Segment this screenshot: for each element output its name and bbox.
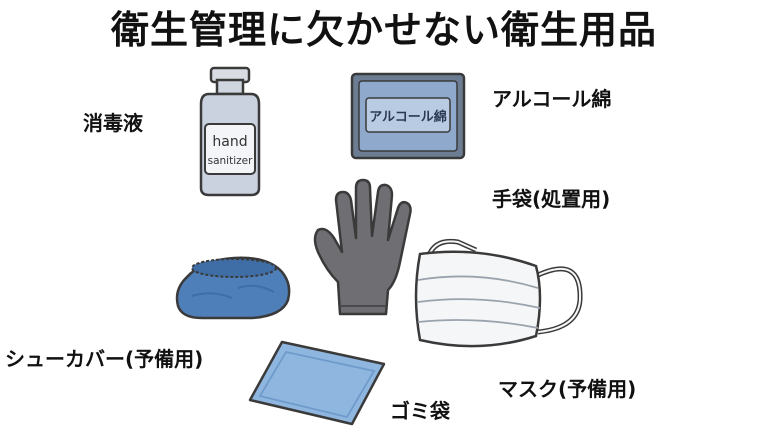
bottle-text-hand: hand <box>212 134 247 150</box>
label-shoe-cover: シューカバー(予備用) <box>5 347 204 371</box>
page-title: 衛生管理に欠かせない衛生用品 <box>110 8 657 52</box>
package-text: アルコール綿 <box>369 109 447 125</box>
label-trash-bag: ゴミ袋 <box>390 399 450 423</box>
trash-bag-icon <box>248 340 386 426</box>
label-mask: マスク(予備用) <box>498 377 637 401</box>
glove-icon <box>313 178 412 316</box>
face-mask-icon <box>414 238 583 348</box>
label-alcohol-swab: アルコール綿 <box>492 87 612 111</box>
label-gloves: 手袋(処置用) <box>492 187 611 211</box>
label-sanitizer: 消毒液 <box>83 111 143 135</box>
bottle-text-sanitizer: sanitizer <box>208 155 253 167</box>
alcohol-swab-package-icon: アルコール綿 <box>350 72 466 160</box>
shoe-cover-icon <box>175 256 291 320</box>
hand-sanitizer-bottle-icon: hand sanitizer <box>199 66 261 197</box>
